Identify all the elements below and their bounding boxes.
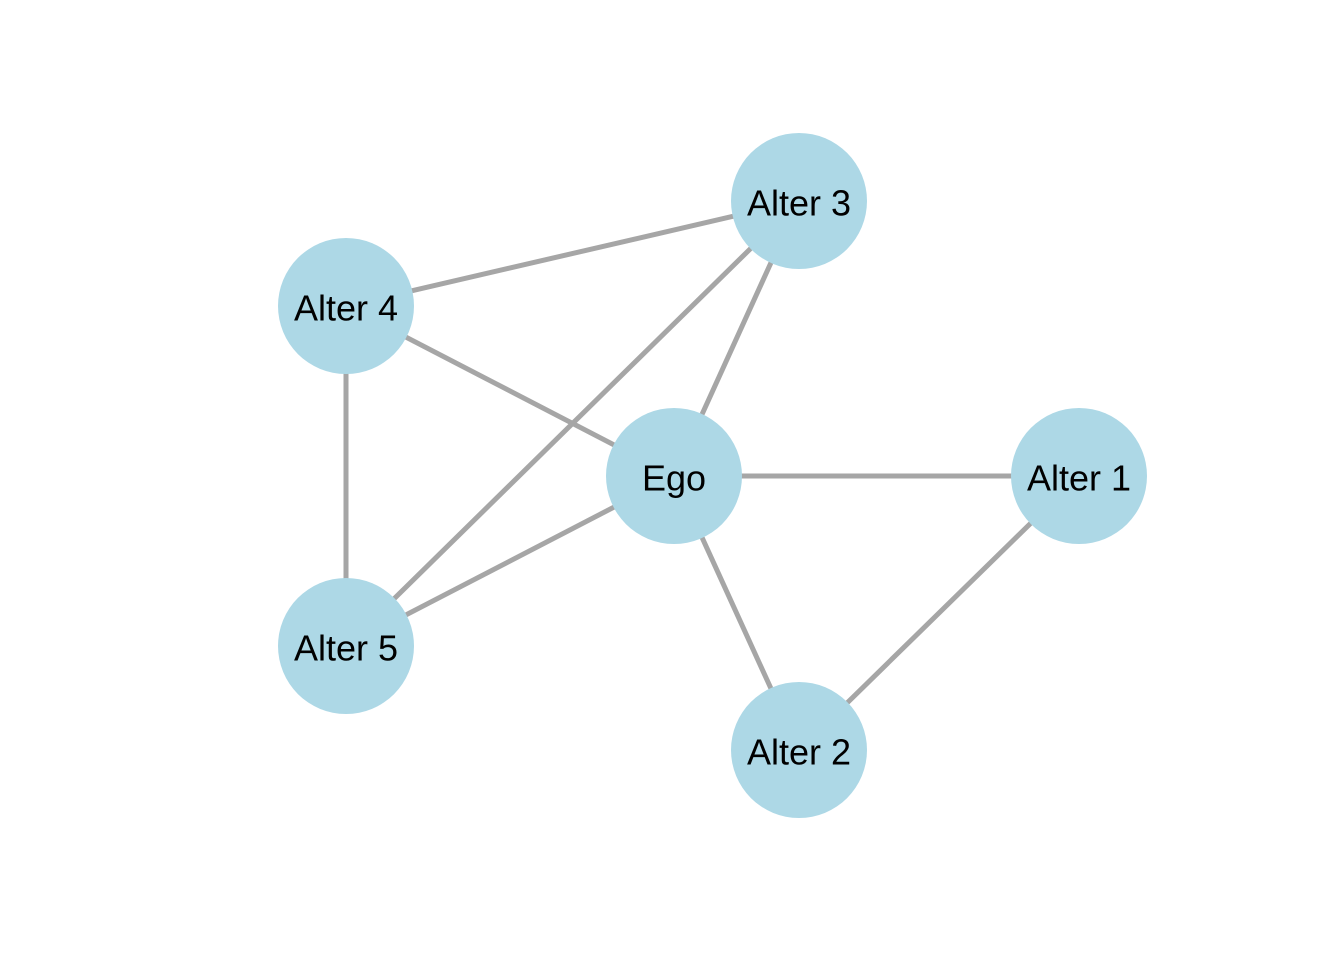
edge-alter3-alter4 (345, 198, 800, 309)
node-alter1: Alter 1 (1011, 408, 1147, 544)
nodes-layer: Ego Alter 1 Alter 2 Alter 3 Alter 4 Alter 5 (278, 133, 1147, 818)
node-label-alter5: Alter 5 (294, 628, 398, 669)
edge-alter3-alter5 (344, 199, 801, 648)
node-alter3: Alter 3 (731, 133, 867, 269)
node-ego: Ego (606, 408, 742, 544)
node-alter4: Alter 4 (278, 238, 414, 374)
node-circle-alter2 (731, 682, 867, 818)
node-label-alter3: Alter 3 (747, 183, 851, 224)
node-circle-alter5 (278, 578, 414, 714)
node-label-alter2: Alter 2 (747, 732, 851, 773)
node-label-alter1: Alter 1 (1027, 458, 1131, 499)
node-alter5: Alter 5 (278, 578, 414, 714)
node-circle-alter1 (1011, 408, 1147, 544)
node-label-alter4: Alter 4 (294, 288, 398, 329)
node-circle-ego (606, 408, 742, 544)
node-alter2: Alter 2 (731, 682, 867, 818)
node-circle-alter4 (278, 238, 414, 374)
node-label-ego: Ego (642, 458, 706, 499)
node-circle-alter3 (731, 133, 867, 269)
